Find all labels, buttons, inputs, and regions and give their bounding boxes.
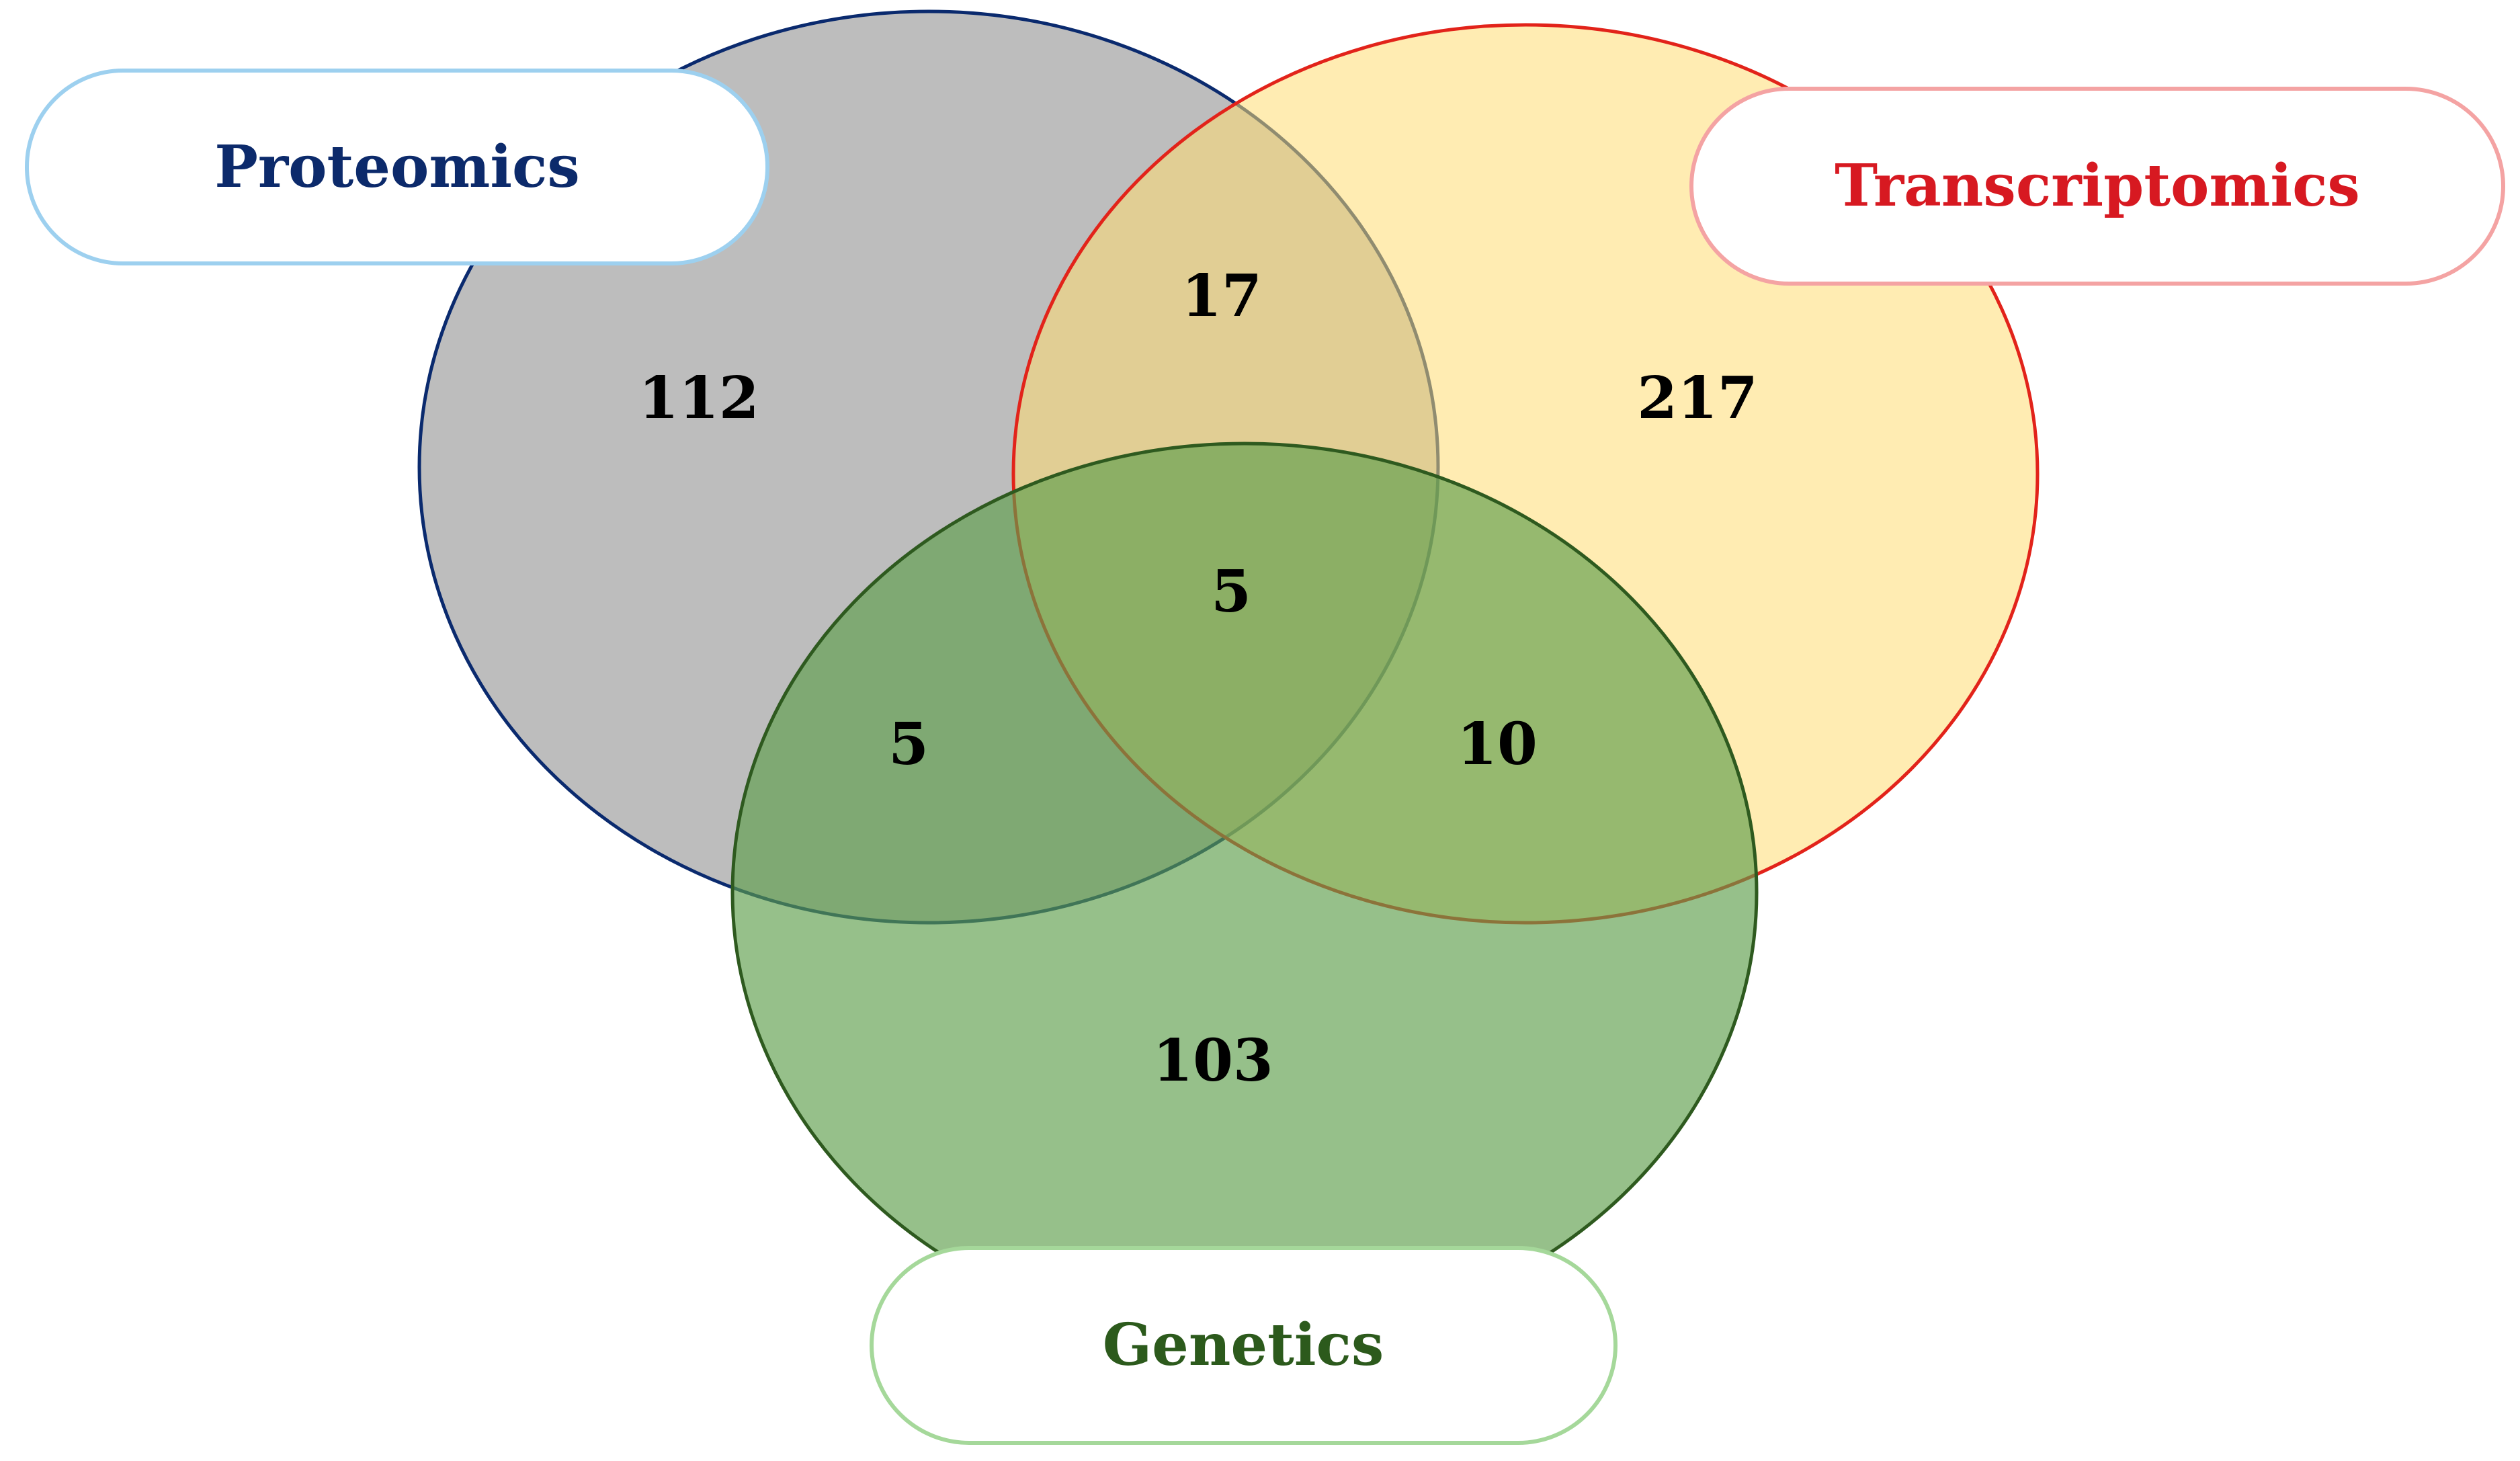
transcriptomics-label-pill: Transcriptomics (1689, 87, 2505, 286)
count-transcriptomics-genetics: 10 (1457, 710, 1538, 778)
genetics-label-pill: Genetics (870, 1246, 1618, 1445)
proteomics-label: Proteomics (214, 133, 580, 201)
count-proteomics-only: 112 (638, 364, 759, 432)
count-genetics-only: 103 (1152, 1027, 1273, 1095)
transcriptomics-label: Transcriptomics (1835, 152, 2360, 220)
genetics-label: Genetics (1103, 1311, 1384, 1379)
proteomics-label-pill: Proteomics (25, 69, 769, 265)
count-proteomics-genetics: 5 (888, 710, 929, 778)
count-all-three: 5 (1211, 558, 1251, 626)
count-transcriptomics-only: 217 (1637, 364, 1758, 432)
count-proteomics-transcriptomics: 17 (1181, 262, 1262, 330)
